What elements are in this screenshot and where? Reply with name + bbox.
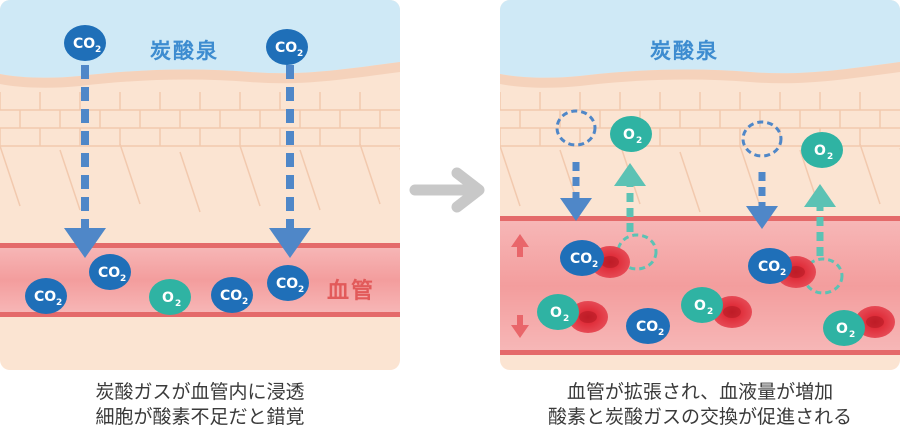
svg-text:CO: CO — [98, 265, 120, 281]
caption-after: 血管が拡張され、血液量が増加 酸素と炭酸ガスの交換が促進される — [500, 380, 900, 430]
svg-text:2: 2 — [175, 299, 181, 309]
svg-text:2: 2 — [658, 328, 664, 338]
svg-text:CO: CO — [275, 40, 297, 56]
caption-line: 炭酸ガスが血管内に浸透 — [95, 381, 305, 403]
co2-outline — [555, 109, 597, 147]
caption-line: 血管が拡張され、血液量が増加 — [566, 381, 834, 403]
arrow-down-icon — [511, 315, 529, 338]
arrow-up-icon — [614, 163, 646, 232]
svg-text:CO: CO — [570, 251, 592, 267]
svg-text:O: O — [836, 321, 848, 337]
arrow-up-icon — [804, 184, 836, 256]
arrow-down-icon — [269, 65, 311, 258]
svg-text:2: 2 — [56, 298, 62, 308]
blood-vessel — [0, 245, 400, 315]
svg-text:2: 2 — [849, 330, 855, 340]
svg-text:2: 2 — [636, 136, 642, 146]
arrow-down-icon — [560, 162, 592, 221]
o2-outline — [802, 257, 844, 295]
svg-text:CO: CO — [34, 289, 56, 305]
svg-text:O: O — [814, 143, 826, 159]
svg-text:2: 2 — [780, 268, 786, 278]
arrow-down-icon — [746, 172, 778, 229]
o2-outline — [616, 233, 658, 271]
svg-text:2: 2 — [297, 49, 303, 59]
caption-before: 炭酸ガスが血管内に浸透 細胞が酸素不足だと錯覚 — [0, 380, 400, 430]
svg-text:2: 2 — [242, 297, 248, 307]
caption-line: 細胞が酸素不足だと錯覚 — [95, 406, 305, 428]
svg-text:O: O — [162, 290, 174, 306]
vessel-label: 血管 — [327, 278, 375, 304]
red-blood-cell — [855, 306, 895, 338]
svg-text:CO: CO — [220, 288, 242, 304]
arrow-down-icon — [64, 65, 106, 258]
svg-text:CO: CO — [758, 259, 780, 275]
svg-text:O: O — [623, 127, 635, 143]
svg-text:O: O — [694, 298, 706, 314]
svg-text:CO: CO — [636, 319, 658, 335]
svg-text:O: O — [550, 305, 562, 321]
svg-text:2: 2 — [95, 45, 101, 55]
svg-text:2: 2 — [707, 307, 713, 317]
svg-text:2: 2 — [563, 314, 569, 324]
svg-text:2: 2 — [298, 285, 304, 295]
svg-text:CO: CO — [276, 276, 298, 292]
spring-label: 炭酸泉 — [150, 39, 219, 63]
arrow-up-icon — [511, 234, 529, 257]
svg-text:2: 2 — [827, 152, 833, 162]
svg-text:2: 2 — [120, 274, 126, 284]
svg-text:CO: CO — [73, 36, 95, 52]
svg-text:2: 2 — [592, 260, 598, 270]
transition-arrow-icon — [409, 167, 485, 213]
spring-label: 炭酸泉 — [650, 39, 719, 63]
caption-line: 酸素と炭酸ガスの交換が促進される — [547, 406, 852, 428]
water-layer — [500, 0, 900, 78]
co2-outline — [741, 120, 783, 158]
